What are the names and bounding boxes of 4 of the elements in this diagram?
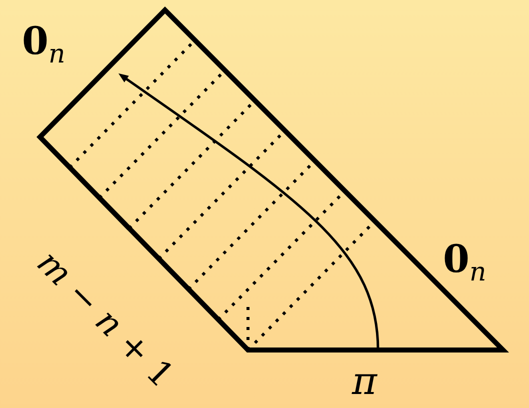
math-label: 0$_{n}$ bbox=[443, 240, 486, 286]
math-label: m − n + 1 bbox=[30, 245, 180, 394]
math-label: 0$_{n}$ bbox=[22, 22, 66, 68]
math-label: π bbox=[352, 362, 377, 400]
